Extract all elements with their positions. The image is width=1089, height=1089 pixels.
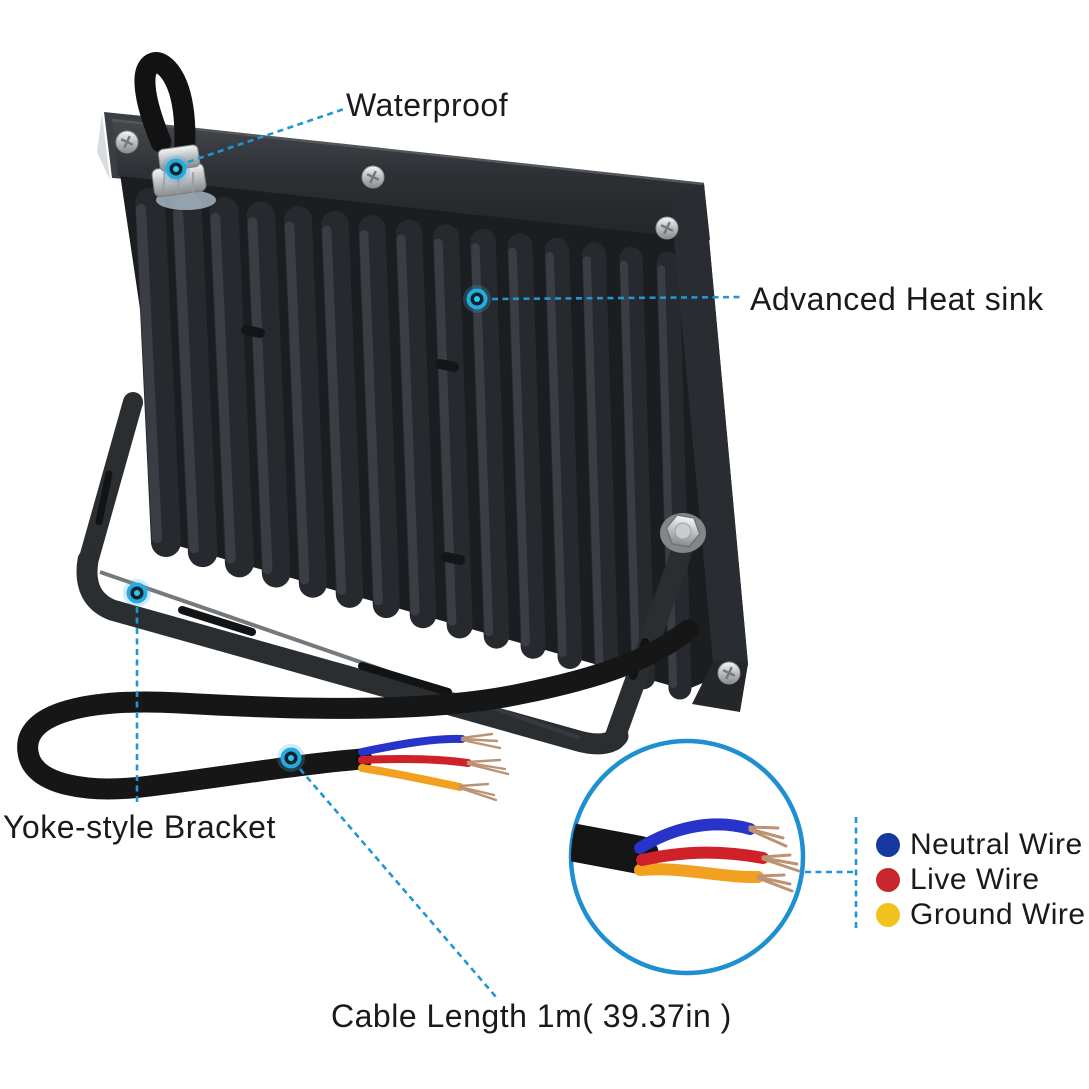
neutral-wire-dot bbox=[876, 832, 900, 857]
neutral-wire bbox=[358, 734, 466, 756]
bracket-slots bbox=[95, 470, 649, 696]
heatsink-fin bbox=[322, 225, 346, 595]
heatsink-fin bbox=[172, 192, 218, 568]
heatsink-fin bbox=[135, 203, 163, 544]
annotation-markers bbox=[123, 155, 491, 772]
waterproof-marker bbox=[162, 155, 190, 183]
heatsink-fin bbox=[470, 228, 510, 649]
heatsink-fin bbox=[173, 208, 199, 554]
heatsink-fin bbox=[359, 230, 383, 606]
mounting-bolt bbox=[665, 514, 701, 548]
floodlight-unit bbox=[97, 112, 748, 712]
inset-bare-wire-tips bbox=[748, 825, 801, 893]
heatsink-fin bbox=[656, 251, 692, 700]
heatsink-fin bbox=[619, 260, 641, 678]
heatsink-fin bbox=[321, 210, 364, 608]
callout-waterproof: Waterproof bbox=[346, 87, 509, 123]
callout-cable-length: Cable Length 1m( 39.37in ) bbox=[331, 998, 732, 1034]
inset-cable-sheath bbox=[571, 821, 659, 874]
corner-screw bbox=[114, 129, 140, 155]
heatsink-fin bbox=[396, 234, 420, 616]
heatsink-fin bbox=[284, 206, 327, 598]
heatsink-fin bbox=[544, 237, 583, 669]
heatsink-fin bbox=[619, 246, 656, 690]
fin-clips bbox=[241, 325, 465, 565]
callout-bracket: Yoke-style Bracket bbox=[3, 809, 276, 845]
top-frame-band bbox=[112, 120, 710, 240]
heatsink-fin bbox=[246, 201, 291, 588]
right-frame-band bbox=[670, 184, 748, 672]
corner-screw bbox=[716, 660, 742, 686]
bracket-marker bbox=[123, 579, 151, 607]
waterproof-leader-line bbox=[187, 107, 345, 164]
cable-leader-line bbox=[299, 768, 497, 998]
callout-heatsink: Advanced Heat sink bbox=[750, 281, 1044, 317]
legend-label-neutral: Neutral Wire bbox=[910, 827, 1083, 861]
bracket-right-arm bbox=[603, 523, 699, 751]
power-cable bbox=[17, 619, 699, 800]
heatsink-fin bbox=[582, 256, 604, 668]
bare-wire-tips bbox=[458, 732, 510, 802]
bracket-bar-highlight bbox=[99, 570, 581, 740]
live-wire bbox=[358, 755, 472, 767]
heatsink-fin bbox=[210, 212, 236, 564]
wire-legend: Neutral Wire Live Wire Ground Wire bbox=[876, 827, 1086, 932]
heatsink-fin bbox=[247, 217, 273, 575]
heatsink-fin bbox=[135, 188, 181, 557]
ground-wire bbox=[358, 764, 464, 791]
heatsink-fin bbox=[209, 197, 254, 578]
heatsink-leader-line bbox=[491, 295, 745, 301]
corner-screw bbox=[654, 215, 680, 241]
heatsink-fins bbox=[135, 188, 692, 700]
legend-label-live: Live Wire bbox=[910, 862, 1040, 896]
annotation-layer bbox=[135, 107, 858, 998]
legend-item-live: Live Wire bbox=[876, 862, 1086, 897]
legend-label-ground: Ground Wire bbox=[910, 897, 1086, 931]
top-edge-highlight bbox=[111, 118, 705, 186]
heatsink-fin bbox=[507, 233, 546, 659]
top-cable bbox=[134, 52, 196, 187]
inset-ground-wire bbox=[634, 863, 764, 884]
inset-live-wire bbox=[636, 846, 769, 866]
heatsink-fin bbox=[657, 265, 678, 688]
heatsink-marker bbox=[463, 285, 491, 313]
heatsink-fin bbox=[284, 221, 310, 585]
inset-neutral-wire bbox=[634, 818, 756, 854]
ground-wire-dot bbox=[876, 902, 900, 927]
corner-screw bbox=[360, 164, 386, 190]
yoke-bracket bbox=[76, 392, 706, 755]
power-cable-group bbox=[17, 619, 699, 802]
heatsink-fin bbox=[395, 219, 437, 629]
legend-item-ground: Ground Wire bbox=[876, 897, 1086, 932]
legend-item-neutral: Neutral Wire bbox=[876, 827, 1086, 862]
wire-detail-inset bbox=[568, 738, 806, 976]
heatsink-fin bbox=[358, 215, 400, 619]
cable-marker bbox=[277, 744, 305, 772]
live-wire-dot bbox=[876, 867, 900, 892]
heatsink-fin bbox=[471, 243, 494, 637]
corner-plate-highlight bbox=[97, 114, 110, 180]
heatsink-fin bbox=[582, 242, 619, 680]
heatsink-fin bbox=[508, 247, 530, 647]
heatsink-fin bbox=[545, 251, 567, 657]
